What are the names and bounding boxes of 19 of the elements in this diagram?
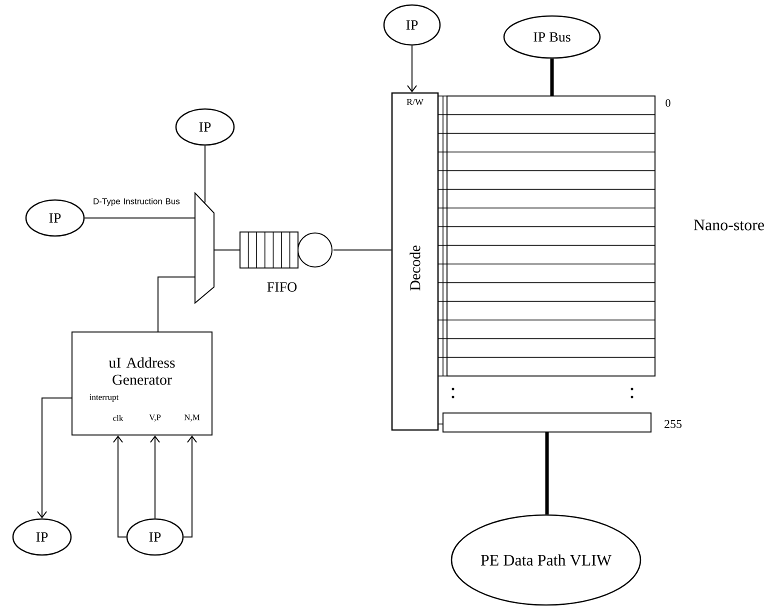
row-index: 255 (664, 420, 682, 428)
store-label: Nano-store (694, 220, 764, 230)
memory-row (442, 412, 652, 432)
connector (113, 436, 127, 538)
memory-array (446, 96, 656, 376)
fifo-queue: FIFO (240, 232, 332, 292)
generator-box: uI Address Generator interrupt clk V,P N,M (72, 332, 212, 436)
connector (183, 436, 197, 538)
connector (550, 58, 554, 96)
connector (158, 276, 195, 332)
connector (150, 436, 160, 519)
connector (407, 45, 417, 92)
connector (37, 398, 72, 518)
row-index: 0 (666, 99, 670, 107)
decode-box: R/W Decode (391, 92, 439, 431)
edge-label: D-Type Instruction Bus (92, 197, 182, 207)
connector (204, 145, 206, 203)
connector (545, 432, 549, 514)
node-label: FIFO (267, 282, 297, 292)
